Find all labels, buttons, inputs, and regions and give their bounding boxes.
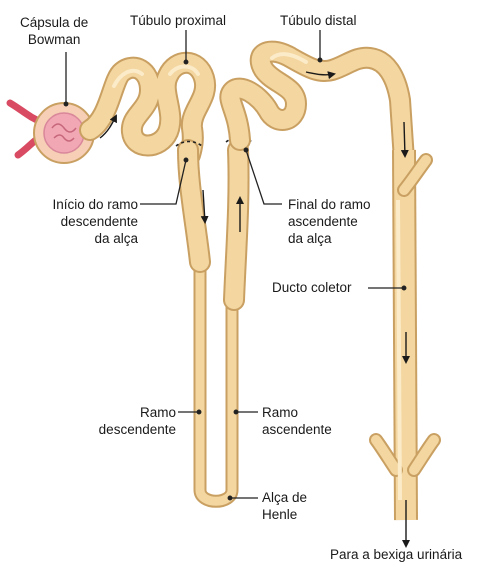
label-tubulo-distal: Túbulo distal bbox=[280, 12, 357, 29]
loop-of-henle bbox=[176, 138, 252, 502]
collecting-duct bbox=[376, 150, 434, 520]
label-alca-de-henle: Alça de Henle bbox=[262, 489, 307, 523]
label-inicio-ramo-descendente: Início do ramo descendente da alça bbox=[34, 196, 138, 247]
distal-tubule bbox=[230, 52, 404, 160]
label-final-ramo-ascendente: Final do ramo ascendente da alça bbox=[288, 196, 371, 247]
label-capsula-bowman: Cápsula de Bowman bbox=[20, 14, 88, 48]
label-ducto-coletor: Ducto coletor bbox=[272, 279, 352, 296]
label-ramo-ascendente: Ramo ascendente bbox=[262, 404, 332, 438]
label-para-bexiga: Para a bexiga urinária bbox=[330, 546, 462, 563]
label-tubulo-proximal: Túbulo proximal bbox=[130, 12, 226, 29]
label-ramo-descendente: Ramo descendente bbox=[80, 404, 176, 438]
